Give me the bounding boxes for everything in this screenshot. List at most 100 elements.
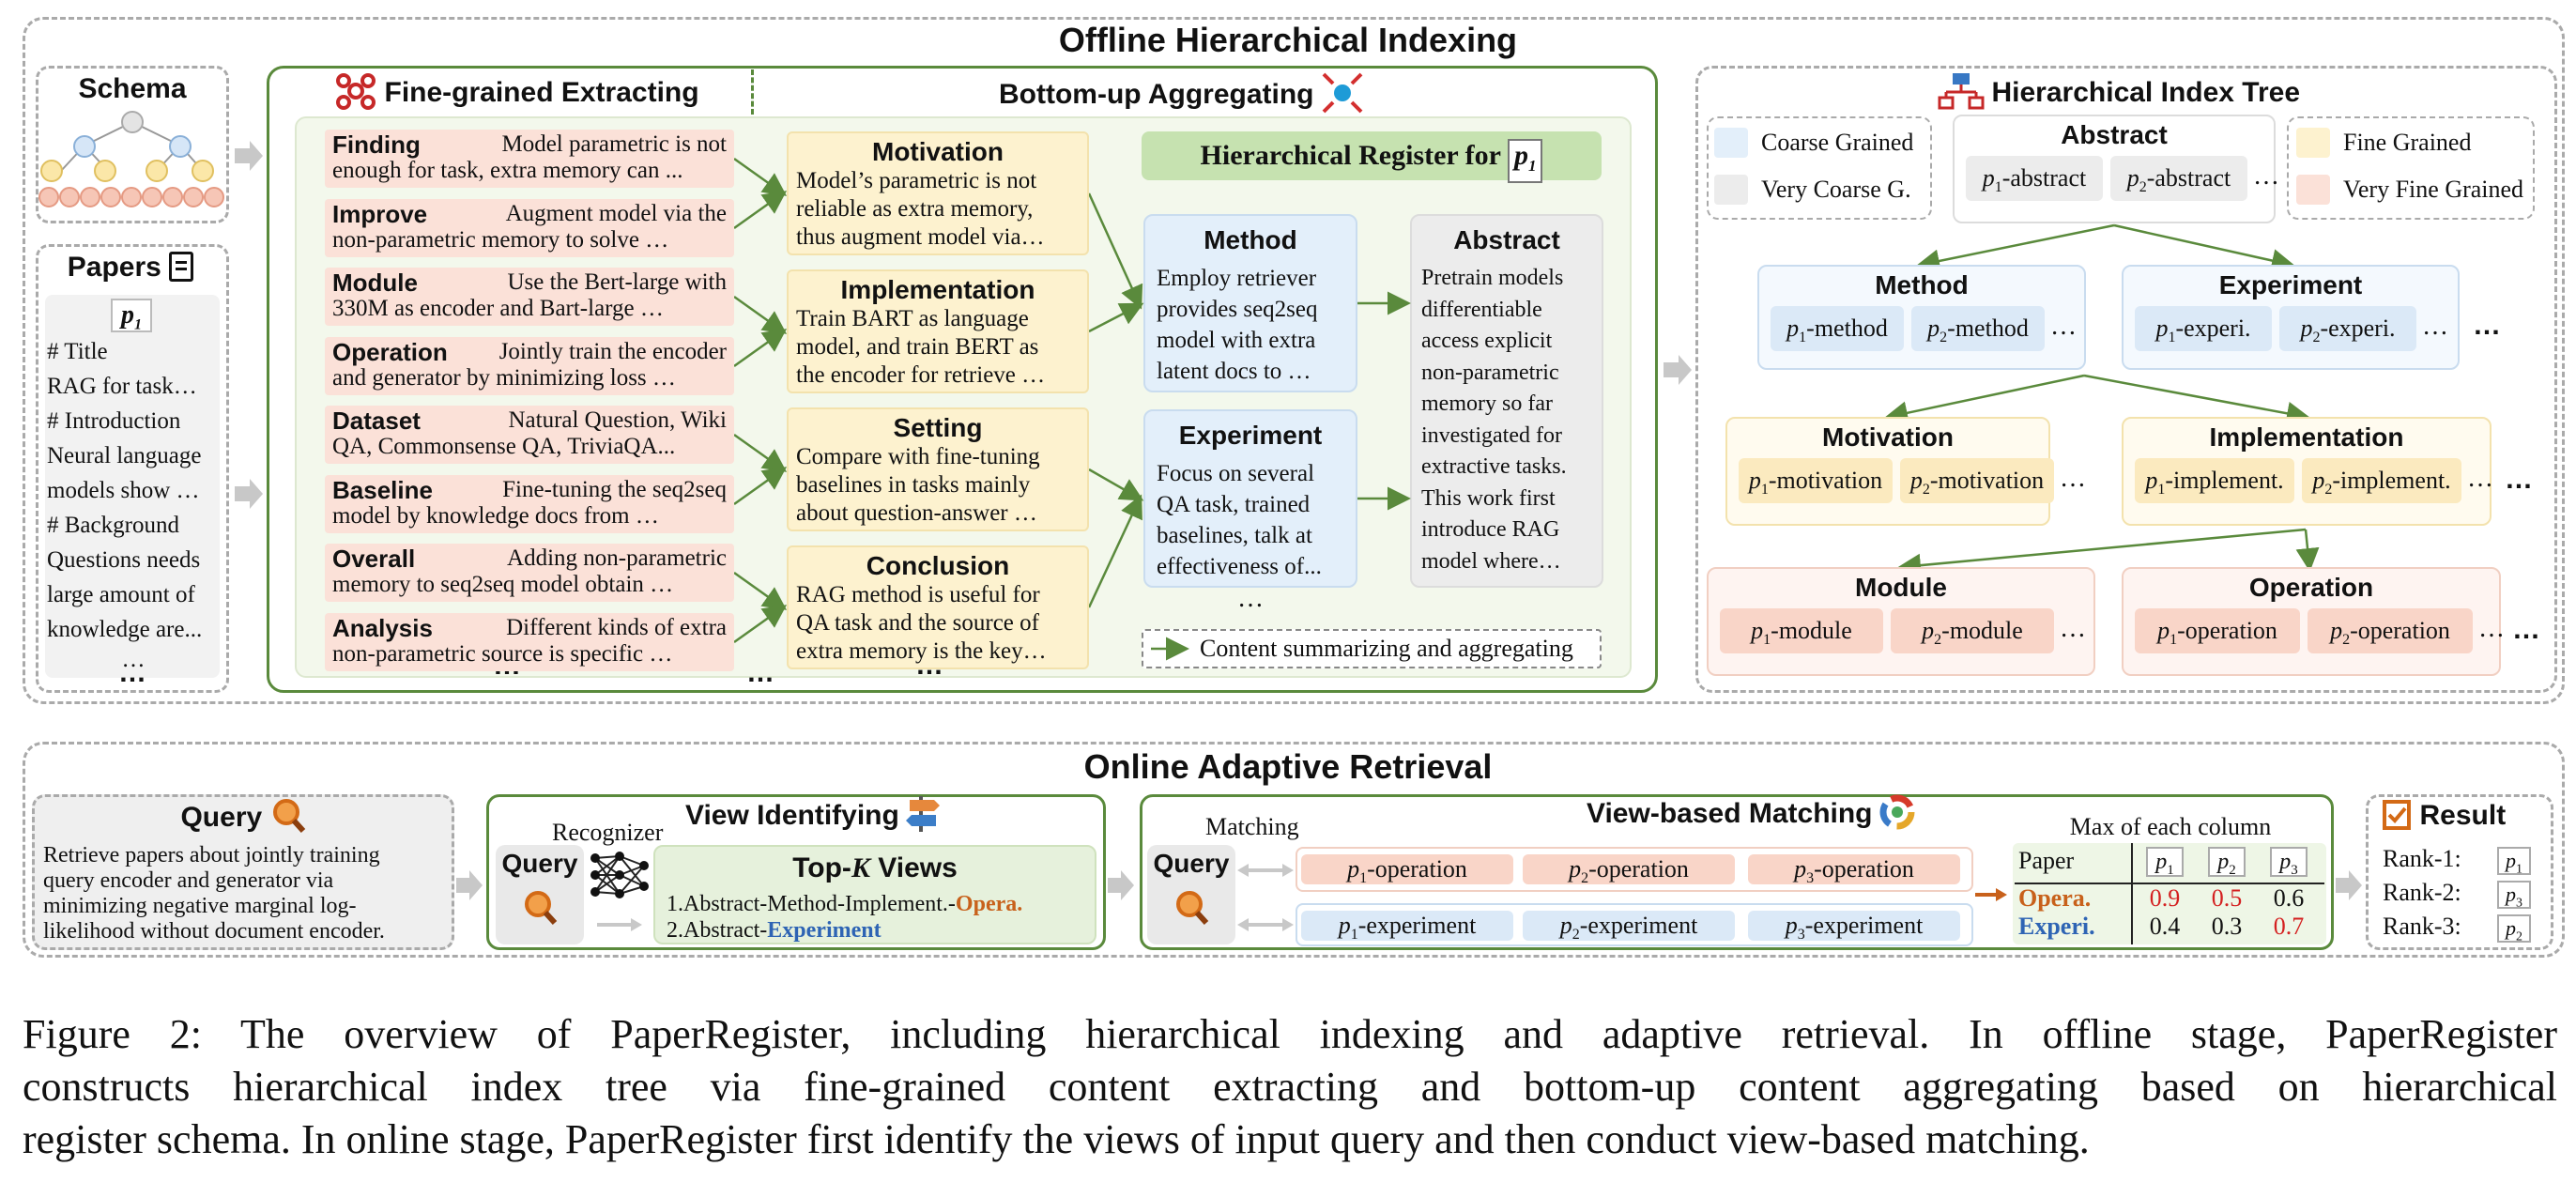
tree-chip: p1-motivation xyxy=(1739,458,1893,503)
extract-row-text: Natural Question, Wiki xyxy=(508,407,727,433)
tree-legend-right xyxy=(2287,116,2535,220)
query-box xyxy=(32,794,454,950)
document-icon xyxy=(169,252,194,282)
extract-arrow xyxy=(733,329,788,368)
topk-box xyxy=(653,845,1096,944)
main-panel xyxy=(267,66,1658,693)
tree-chip: p1-experi. xyxy=(2135,306,2272,351)
tree-chip: p2-motivation xyxy=(1900,458,2054,503)
tree-node-more: … xyxy=(2478,614,2505,643)
match-chip-experiment: p2-experiment xyxy=(1523,911,1735,943)
papers-more: … xyxy=(118,657,146,688)
tree-node-module-label: Module xyxy=(1855,573,1947,602)
tree-chip: p2-implement. xyxy=(2302,458,2461,503)
aggregate-box-label: Motivation xyxy=(872,137,1004,166)
extract-row-line-2: QA, Commonsense QA, TriviaQA... xyxy=(332,434,676,459)
extract-arrow xyxy=(733,433,788,472)
legend-swatch xyxy=(1714,128,1748,158)
extract-row-line-2: non-parametric source is specific … xyxy=(332,640,673,667)
extract-row-text: Use the Bert-large with xyxy=(507,269,728,295)
tree-level3-more: … xyxy=(2505,464,2533,495)
experiment-label: Experiment xyxy=(1178,421,1323,450)
abstract-box xyxy=(1410,214,1603,588)
view-id-box xyxy=(486,794,1106,950)
recognizer-label: Recognizer xyxy=(552,819,664,846)
tree-arrow xyxy=(1916,223,2115,273)
extract-arrow xyxy=(733,157,788,196)
molecule-icon xyxy=(334,71,377,111)
tree-chip: p2-abstract xyxy=(2110,156,2247,201)
tree-chip: p2-operation xyxy=(2308,608,2473,653)
tree-node-more: … xyxy=(2060,464,2086,493)
extract-row-label: Improve xyxy=(332,199,428,228)
tree-chip: p1-abstract xyxy=(1966,156,2103,201)
tree-arrow xyxy=(2113,223,2295,272)
caption: Figure 2: The overview of PaperRegister,… xyxy=(23,1011,2557,1162)
extract-row-text: Adding non-parametric xyxy=(507,545,727,571)
aggregate-arrow xyxy=(1087,494,1142,608)
rank-paper: p3 xyxy=(2497,881,2531,910)
extract-row-text: Jointly train the encoder xyxy=(498,338,727,364)
extract-row-line-2: 330M as encoder and Bart-large … xyxy=(332,296,664,321)
right-more: … xyxy=(1237,584,1264,613)
abstract-label: Abstract xyxy=(1453,225,1560,254)
tree-level4-more: … xyxy=(2512,614,2540,645)
offline-frame xyxy=(23,17,2565,704)
table-col-head: p1 xyxy=(2146,847,2184,878)
query-chip-2-icon xyxy=(1173,890,1211,928)
matching-title: View-based Matching xyxy=(1587,794,1943,830)
extract-row-text: Model parametric is not xyxy=(501,131,727,157)
tree-node-more: … xyxy=(2467,464,2493,493)
match-chip-operation: p2-operation xyxy=(1523,854,1735,886)
legend-label: Very Fine Grained xyxy=(2343,176,2524,203)
rank-label: Rank-2: xyxy=(2383,879,2461,906)
main-more-2: … xyxy=(746,657,774,688)
tree-node-more: … xyxy=(2253,161,2279,191)
search-icon xyxy=(270,798,306,834)
tree-node-motivation-label: Motivation xyxy=(1822,422,1954,452)
extract-row-line-2: memory to seq2seq model obtain … xyxy=(332,572,674,597)
tree-arrow xyxy=(1884,374,2085,425)
papers-title: Papers xyxy=(41,252,220,284)
tree-node-more: … xyxy=(2060,614,2086,643)
tree-node-method-label: Method xyxy=(1875,270,1969,299)
tree-chip: p1-implement. xyxy=(2135,458,2294,503)
extract-arrow xyxy=(733,605,788,644)
color-wheel-icon xyxy=(1879,794,1915,830)
tree-arrow xyxy=(2295,529,2320,572)
table-vline xyxy=(2131,843,2133,944)
legend-label: Very Coarse G. xyxy=(1761,176,1911,203)
header-divider xyxy=(751,69,754,115)
aggregate-box-label: Conclusion xyxy=(866,551,1010,580)
tree-node-operation-label: Operation xyxy=(2248,573,2374,602)
tree-node-more: … xyxy=(2050,312,2077,341)
matching-label: Matching xyxy=(1205,813,1299,840)
legend-swatch xyxy=(2296,128,2330,158)
aggregate-box-label: Implementation xyxy=(840,275,1035,304)
extract-row-text: Different kinds of extra xyxy=(506,614,727,640)
legend-box: Content summarizing and aggregating xyxy=(1142,629,1602,668)
checklist-icon xyxy=(2383,798,2413,830)
rank-label: Rank-3: xyxy=(2383,913,2461,940)
online-title: Online Adaptive Retrieval xyxy=(1083,747,1493,786)
extract-row-label: Operation xyxy=(332,337,448,366)
table-cell: 0.5 xyxy=(2211,884,2243,912)
table-cell: 0.6 xyxy=(2273,884,2305,912)
tree-chip: p2-method xyxy=(1911,306,2045,351)
extract-header: Fine-grained Extracting xyxy=(334,71,766,111)
